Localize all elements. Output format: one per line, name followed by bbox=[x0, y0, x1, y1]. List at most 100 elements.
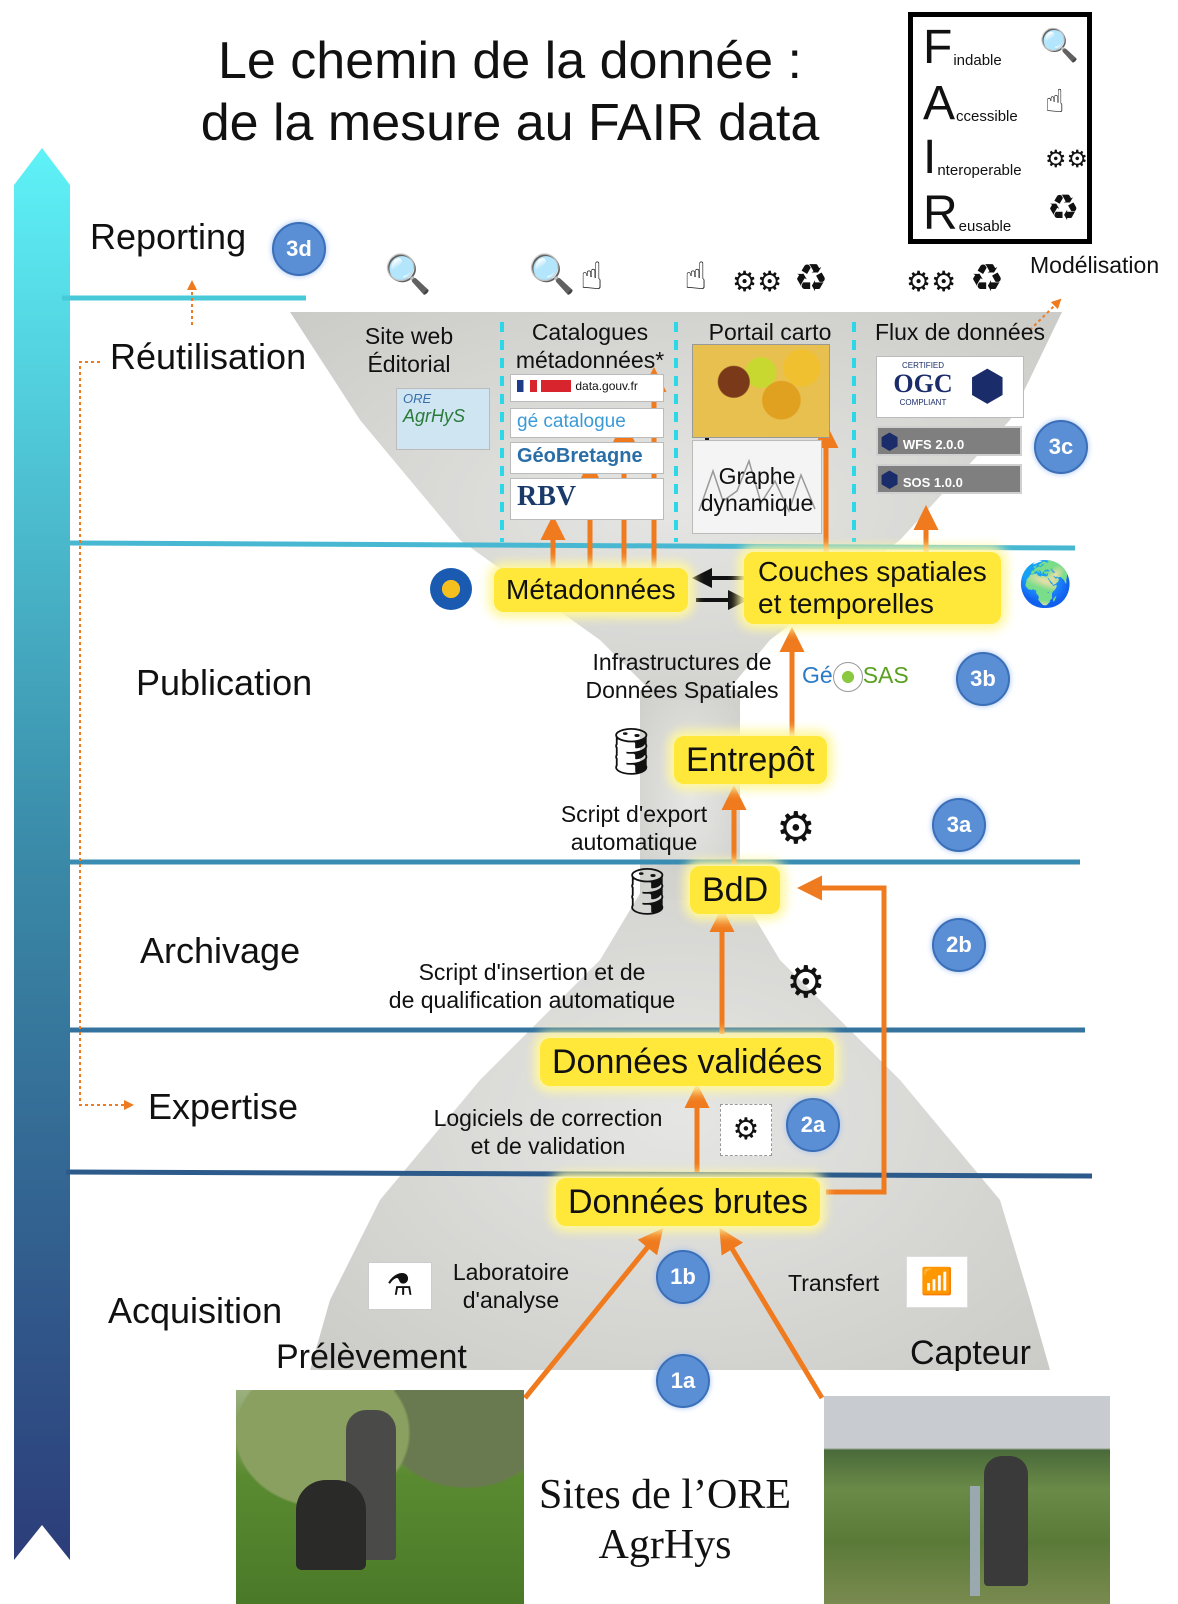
export-label: Script d'export automatique bbox=[548, 800, 720, 856]
geosas-globe-icon bbox=[832, 662, 863, 692]
hexagon-icon: ⬢ bbox=[880, 430, 900, 455]
ids-label: Infrastructures de Données Spatiales bbox=[574, 648, 790, 704]
graphe-line2: dynamique bbox=[700, 490, 814, 516]
search-icon: 🔍 bbox=[384, 252, 432, 296]
badge-1a: 1a bbox=[656, 1354, 710, 1408]
datagouv-logo: data.gouv.fr bbox=[510, 374, 664, 402]
hand-pointer-icon: ☝ bbox=[684, 254, 708, 298]
gear-icon: ⚙ bbox=[786, 957, 826, 1008]
capteur-photo bbox=[824, 1396, 1110, 1604]
stage-expertise: Expertise bbox=[148, 1086, 299, 1127]
fair-interoperable: I nteroperable ⚙⚙ bbox=[923, 129, 1088, 184]
ore-agrhys-logo: ORE AgrHyS bbox=[396, 388, 490, 450]
ids-line2: Données Spatiales bbox=[585, 677, 779, 703]
graphe-dynamique-label: Graphe dynamique bbox=[693, 463, 821, 517]
site-web-line1: Site web bbox=[364, 323, 454, 349]
hexagon-icon: ⬢ bbox=[880, 468, 900, 493]
graphe-sparkline bbox=[698, 458, 816, 514]
database-icon: 🛢 bbox=[618, 864, 677, 918]
sos-badge: ⬢ SOS 1.0.0 bbox=[876, 464, 1022, 494]
ogc-compliant: COMPLIANT bbox=[899, 398, 947, 407]
person-kneeling-figure bbox=[296, 1480, 366, 1570]
search-icon: 🔍 bbox=[1039, 26, 1079, 64]
search-icon: 🔍 bbox=[528, 252, 576, 296]
stage-acquisition: Acquisition bbox=[108, 1290, 283, 1331]
sites-ore-label: Sites de l’ORE AgrHys bbox=[520, 1470, 810, 1570]
title-line-2: de la mesure au FAIR data bbox=[200, 94, 820, 152]
french-flag-icon bbox=[517, 380, 537, 393]
person-sensor-figure bbox=[984, 1456, 1028, 1586]
logiciels-line1: Logiciels de correction bbox=[433, 1105, 663, 1131]
sites-line1: Sites de l’ORE bbox=[539, 1472, 791, 1518]
insertion-line2: de qualification automatique bbox=[388, 987, 676, 1013]
stage-publication: Publication bbox=[136, 662, 313, 703]
ogc-text: CERTIFIED OGC COMPLIANT bbox=[883, 361, 963, 407]
ids-line1: Infrastructures de bbox=[592, 649, 772, 675]
site-web-label: Site web Éditorial bbox=[352, 322, 466, 378]
ogc-logo: CERTIFIED OGC COMPLIANT ⬢ bbox=[876, 356, 1024, 418]
export-line1: Script d'export bbox=[560, 801, 708, 827]
hexagon-icon: ⬢ bbox=[969, 361, 1006, 410]
graphe-line1: Graphe bbox=[718, 463, 796, 489]
portail-carto-label: Portail carto bbox=[708, 319, 832, 345]
export-line2: automatique bbox=[570, 829, 698, 855]
fair-reusable: R eusable ♻ bbox=[923, 185, 1079, 240]
site-web-line2: Éditorial bbox=[367, 351, 451, 377]
ogc-certified: CERTIFIED bbox=[901, 361, 945, 370]
geocatalogue-logo: gé catalogue bbox=[510, 408, 664, 438]
transfert-label: Transfert bbox=[788, 1270, 880, 1296]
box-entrepot: Entrepôt bbox=[674, 736, 827, 784]
badge-3a: 3a bbox=[932, 798, 986, 852]
couches-line1: Couches spatiales bbox=[758, 556, 987, 587]
processor-gear-icon: ⚙ bbox=[720, 1104, 772, 1156]
fair-letter: I bbox=[923, 131, 937, 184]
fair-word: ccessible bbox=[956, 108, 1018, 125]
flux-donnees-label: Flux de données bbox=[874, 319, 1046, 345]
badge-3d: 3d bbox=[272, 222, 326, 276]
fair-findable: F indable 🔍 bbox=[923, 19, 1079, 72]
datagouv-text: data.gouv.fr bbox=[575, 379, 638, 393]
title-line-1: Le chemin de la donnée : bbox=[218, 32, 802, 90]
vertical-arrow bbox=[14, 148, 70, 1560]
capteur-label: Capteur bbox=[910, 1334, 1031, 1372]
hourglass-bottom bbox=[310, 860, 1050, 1370]
sites-line2: AgrHys bbox=[598, 1522, 732, 1568]
gears-icon: ⚙⚙ bbox=[906, 265, 957, 298]
fair-accessible: A ccessible ☝ bbox=[923, 75, 1064, 128]
prelevement-label: Prélèvement bbox=[276, 1338, 467, 1376]
portail-map-image bbox=[692, 344, 830, 438]
badge-1b: 1b bbox=[656, 1250, 710, 1304]
logiciels-line2: et de validation bbox=[470, 1133, 626, 1159]
sos-text: SOS 1.0.0 bbox=[902, 475, 963, 490]
database-icon: 🛢 bbox=[602, 724, 661, 778]
lab-tubes-icon: ⚗ bbox=[368, 1262, 432, 1310]
flag-band-icon bbox=[541, 380, 572, 393]
ore-logo-line2: AgrHyS bbox=[403, 406, 466, 426]
world-map-icon: 🌍 bbox=[1018, 559, 1073, 610]
geobretagne-logo: GéoBretagne bbox=[510, 442, 664, 474]
globe-icon bbox=[430, 568, 472, 610]
hand-pointer-icon: ☝ bbox=[1045, 82, 1065, 120]
badge-3c: 3c bbox=[1034, 420, 1088, 474]
fair-letter: R bbox=[923, 187, 958, 240]
ogc-main: OGC bbox=[893, 369, 953, 398]
gears-icon: ⚙⚙ bbox=[1045, 145, 1089, 173]
gear-icon: ⚙ bbox=[776, 803, 816, 854]
labo-line1: Laboratoire bbox=[452, 1259, 570, 1285]
labo-label: Laboratoire d'analyse bbox=[446, 1258, 576, 1314]
box-donnees-brutes: Données brutes bbox=[556, 1178, 821, 1226]
geosas-part2: SAS bbox=[862, 662, 909, 689]
prelevement-photo bbox=[236, 1390, 524, 1604]
recycle-icon: ♻ bbox=[970, 256, 1005, 300]
box-metadonnees: Métadonnées bbox=[494, 568, 688, 612]
badge-2a: 2a bbox=[786, 1098, 840, 1152]
geosas-part1: Gé bbox=[802, 662, 833, 689]
ore-logo-line1: ORE bbox=[403, 391, 432, 406]
sensor-pole bbox=[970, 1486, 980, 1596]
box-couches-spatiales: Couches spatiales et temporelles bbox=[744, 552, 1001, 624]
rbv-logo: RBV bbox=[510, 478, 664, 520]
catalogues-line1: Catalogues bbox=[531, 319, 649, 345]
box-donnees-validees: Données validées bbox=[540, 1038, 835, 1086]
labo-line2: d'analyse bbox=[462, 1287, 560, 1313]
graphe-dynamique-panel: Graphe dynamique bbox=[692, 440, 822, 534]
